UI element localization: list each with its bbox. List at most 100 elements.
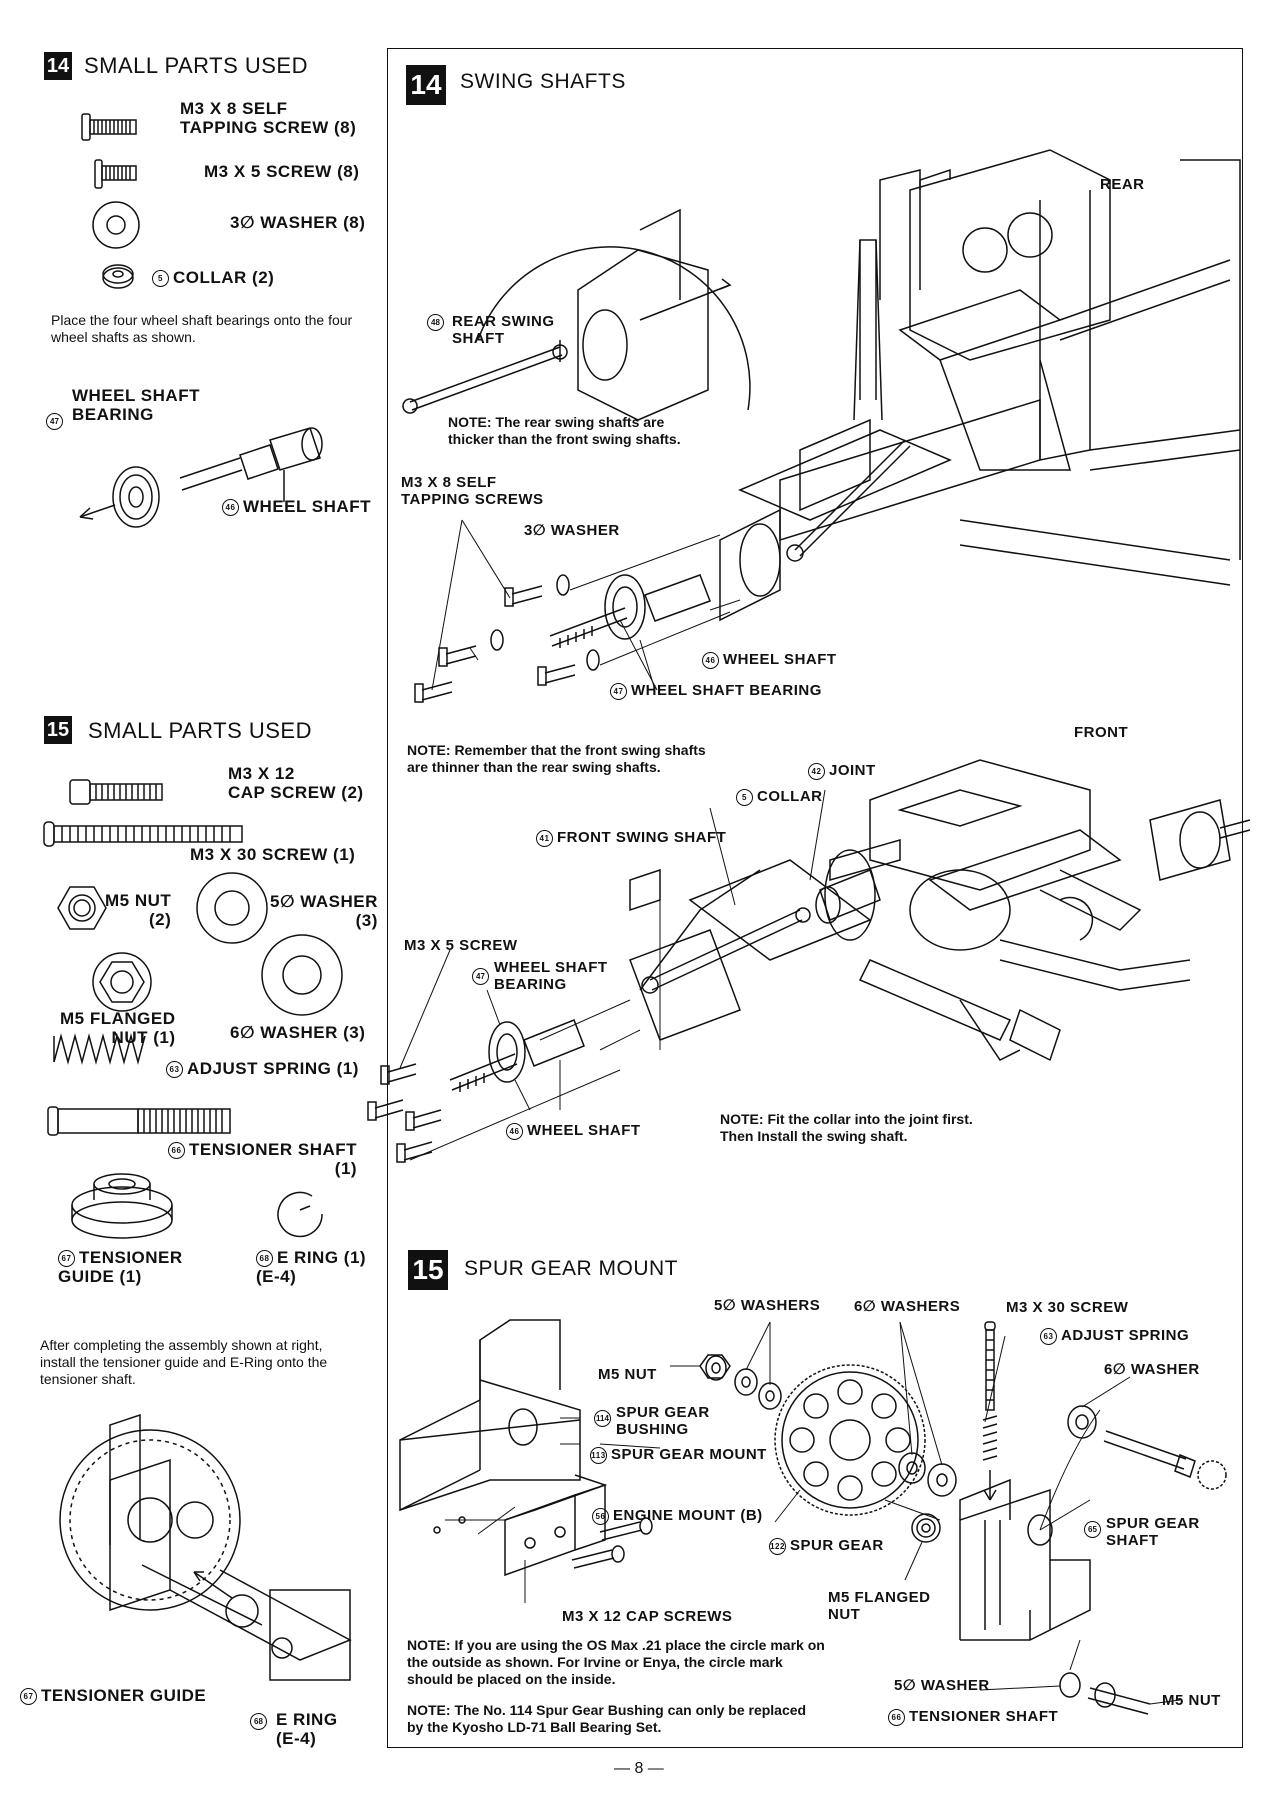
tapping-screw-icon (81, 113, 137, 141)
washers5-label: 5∅ WASHERS (714, 1297, 821, 1314)
part-cap-screw-label: M3 X 12 CAP SCREW (2) (228, 764, 364, 802)
tensioner-shaft-num-badge: 66 (168, 1142, 185, 1160)
rear-washer-label: 3∅ WASHER (524, 522, 620, 539)
front-m3x5-label: M3 X 5 SCREW (404, 937, 518, 954)
e-ring-label-text: E RING (1) (E-4) (256, 1248, 367, 1287)
wheel-shaft-label-text: WHEEL SHAFT (243, 497, 371, 516)
adjust-spring-label-text: ADJUST SPRING (1) (187, 1059, 359, 1078)
adjust-spring-icon (53, 1033, 146, 1065)
flanged-nut-icon (92, 952, 152, 1012)
cap-screws-label: M3 X 12 CAP SCREWS (562, 1608, 733, 1625)
wheel-bearing-num: 47 (46, 413, 67, 431)
e-ring-icon (277, 1191, 323, 1238)
step-15-badge: 15 (44, 716, 72, 744)
m3x30-screw-spur-icon (982, 1321, 998, 1501)
spur-washer5-label: 5∅ WASHER (894, 1677, 990, 1694)
note-collar: NOTE: Fit the collar into the joint firs… (720, 1111, 973, 1144)
wheel-bearing-label: WHEEL SHAFT BEARING (72, 386, 200, 424)
spur-mount-num-badge: 113 (590, 1446, 607, 1464)
step-15-big-badge: 15 (408, 1250, 448, 1290)
tapping-screws-label: M3 X 8 SELF TAPPING SCREWS (401, 474, 544, 508)
part-washer5-label: 5∅ WASHER (3) (270, 892, 378, 930)
spur-gear-shaft-icon (1103, 1430, 1227, 1490)
e-ring-callout-num: 68 (250, 1713, 271, 1731)
part-washer6-label: 6∅ WASHER (3) (230, 1023, 366, 1042)
note-front-swing: NOTE: Remember that the front swing shaf… (407, 742, 706, 775)
rear-swing-num-badge: 48 (427, 314, 444, 332)
spur-upright-mount-drawing (959, 1478, 1091, 1641)
spur-adjust-spring-num-badge: 63 (1040, 1327, 1057, 1345)
guide-num-badge: 67 (20, 1688, 37, 1706)
swing-shafts-title: SWING SHAFTS (460, 70, 626, 93)
long-screw-icon (43, 821, 243, 847)
joint-num-badge: 42 (808, 762, 825, 780)
washers6-label: 6∅ WASHERS (854, 1298, 961, 1315)
front-swing-num-badge: 41 (536, 829, 553, 847)
step-14-instruction: Place the four wheel shaft bearings onto… (51, 312, 353, 345)
flanged-nut-spur-icon (911, 1513, 941, 1543)
washer5-icon (196, 872, 268, 944)
wheel-bearing-label-text: WHEEL SHAFT BEARING (72, 386, 200, 424)
tensioner-guide-icon (71, 1173, 173, 1239)
engine-mount-label-text: ENGINE MOUNT (B) (613, 1507, 763, 1524)
rear-swing-num: 48 (427, 314, 448, 332)
collar-right-label-text: COLLAR (757, 788, 823, 805)
wheel-shaft-bearing-icon (79, 466, 160, 528)
part-long-screw-label: M3 X 30 SCREW (1) (190, 845, 356, 864)
note-rear-swing: NOTE: The rear swing shafts are thicker … (448, 414, 681, 447)
guide-label-text: TENSIONER GUIDE (41, 1686, 207, 1705)
spur-adjust-spring-label-text: ADJUST SPRING (1061, 1327, 1190, 1344)
tensioner-shaft-spur-icon (1059, 1672, 1151, 1715)
cap-screw-icon (69, 779, 163, 805)
collar-num-badge: 5 (152, 270, 169, 288)
rear-label: REAR (1100, 176, 1145, 193)
m5-nut-icon (57, 886, 107, 930)
front-joint-drawing (641, 869, 881, 994)
washer-stack-icons (705, 1355, 1097, 1497)
tensioner-shaft-icon (47, 1106, 231, 1136)
bearing-num-badge: 47 (46, 413, 63, 431)
front-wheel-shaft-parts (367, 1019, 585, 1163)
collar-icon (102, 264, 134, 289)
collar-right-num-badge: 5 (736, 788, 753, 806)
small-parts-15-title: SMALL PARTS USED (88, 718, 312, 743)
front-wheel-shaft-label-text: WHEEL SHAFT (527, 1122, 641, 1139)
tensioner-guide-label-text: TENSIONER GUIDE (1) (58, 1248, 183, 1287)
collar-label-text: COLLAR (2) (173, 268, 275, 287)
part-m3x5-screw-label: M3 X 5 SCREW (8) (204, 162, 360, 181)
spur-mount-label-text: SPUR GEAR MOUNT (611, 1446, 767, 1463)
chassis-front-drawing (629, 759, 1251, 1062)
spur-shaft-num: 65 (1084, 1521, 1105, 1539)
ering-num-badge: 68 (250, 1713, 267, 1731)
front-bearing-num: 47 (472, 968, 493, 986)
spur-shaft-label: SPUR GEAR SHAFT (1106, 1515, 1200, 1549)
step-14-big-badge: 14 (406, 65, 446, 105)
part-tapping-screw-label: M3 X 8 SELF TAPPING SCREW (8) (180, 99, 357, 137)
tensioner-assembly-drawing (59, 1413, 352, 1681)
spur-washer6-label: 6∅ WASHER (1104, 1361, 1200, 1378)
engine-mount-num-badge: 56 (592, 1507, 609, 1525)
spur-m5-nut-label: M5 NUT (598, 1366, 657, 1383)
rear-wheel-bearing-num-badge: 47 (610, 682, 627, 700)
e-ring-num-badge: 68 (256, 1250, 273, 1268)
spur-gear-icon (774, 1364, 926, 1516)
bushing-label: SPUR GEAR BUSHING (616, 1404, 710, 1438)
page-number: — 8 — (614, 1760, 664, 1777)
rear-wheel-shaft-parts (414, 574, 711, 703)
spur-gear-num-badge: 122 (769, 1537, 786, 1555)
rear-hub-drawing (719, 439, 911, 622)
